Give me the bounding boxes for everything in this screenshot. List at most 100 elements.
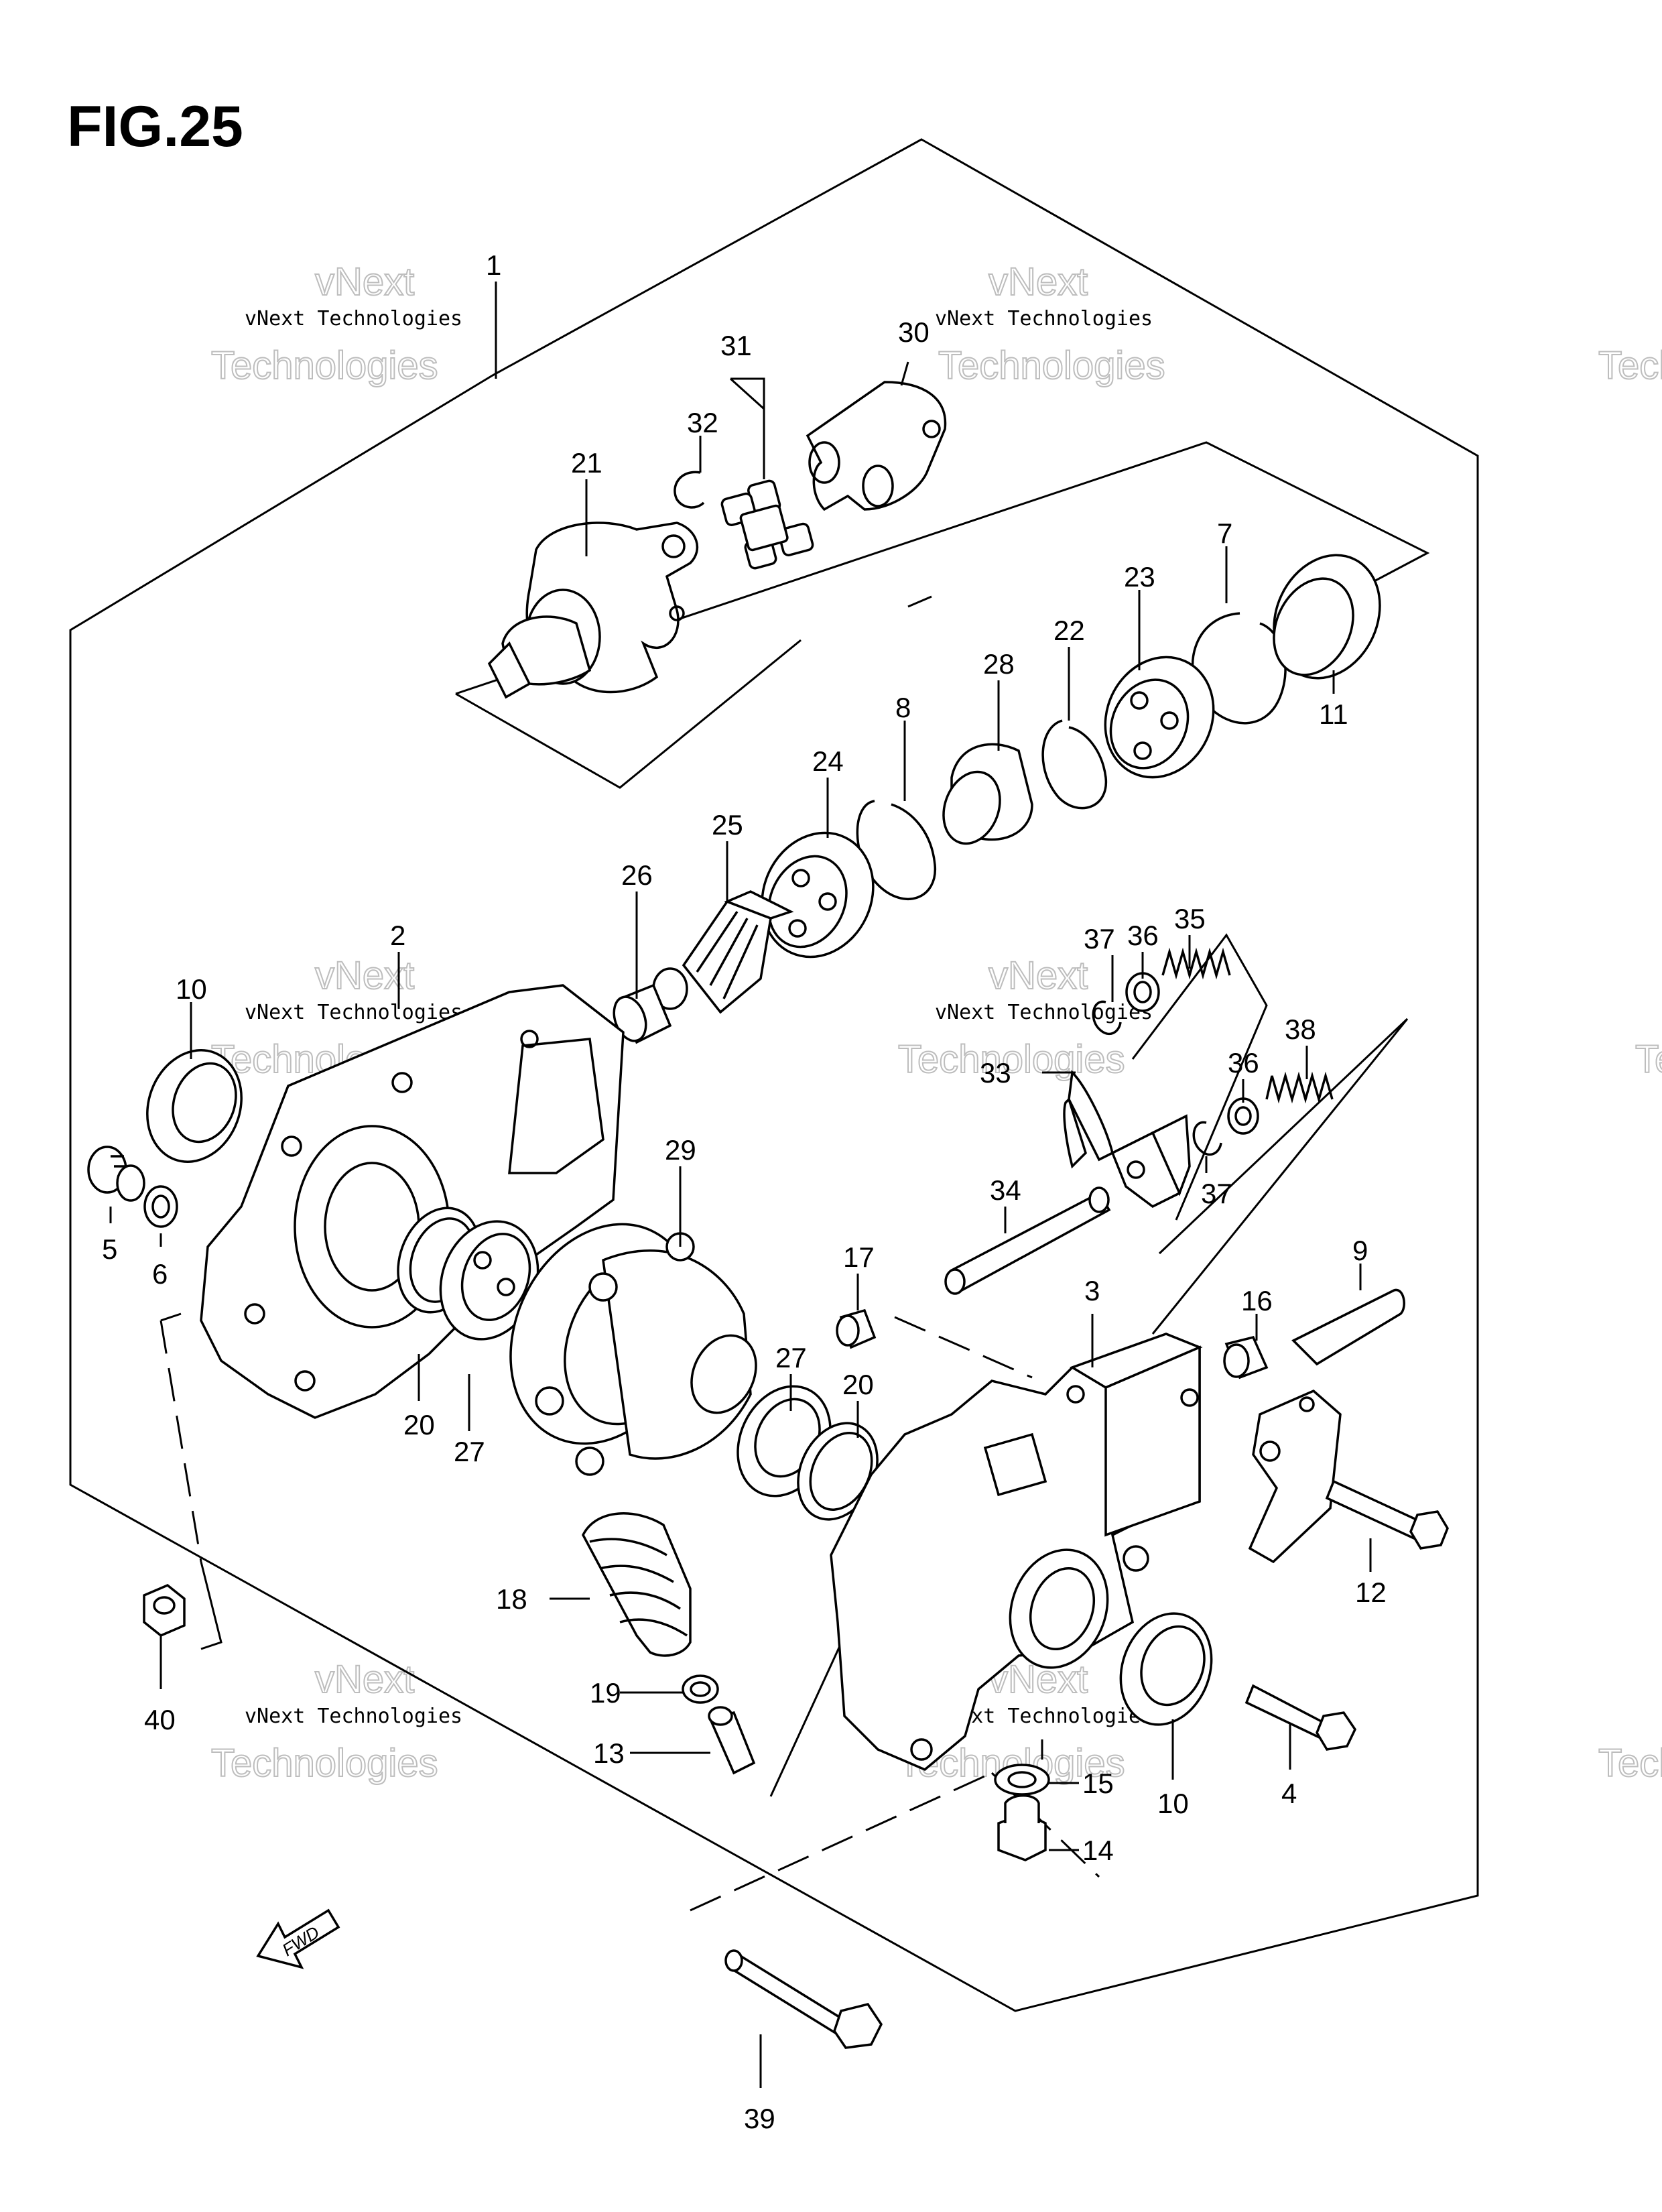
callout-31: 31 xyxy=(720,330,752,361)
callout-17: 17 xyxy=(843,1241,875,1273)
callout-3: 3 xyxy=(1084,1275,1100,1306)
part-28-needle-bearing xyxy=(942,743,1033,845)
part-17-bushing xyxy=(836,1308,877,1349)
callout-23: 23 xyxy=(1124,561,1155,593)
part-31-universal-joint xyxy=(720,479,814,570)
callout-14: 14 xyxy=(1082,1835,1114,1866)
shift-fork-subassembly-outline xyxy=(1131,933,1409,1335)
svg-text:Technologies: Technologies xyxy=(1598,344,1662,387)
part-29-ring-gear xyxy=(509,1223,757,1476)
callout-34: 34 xyxy=(990,1174,1021,1206)
output-flange-subassembly-outline xyxy=(455,441,1430,789)
svg-text:Technologies: Technologies xyxy=(898,1038,1125,1081)
callout-15: 15 xyxy=(1082,1768,1114,1799)
callout-4: 4 xyxy=(1281,1778,1297,1809)
callout-16: 16 xyxy=(1241,1285,1273,1316)
svg-text:vNext: vNext xyxy=(315,260,414,304)
part-10-oil-seal xyxy=(1119,1612,1213,1726)
callout-6: 6 xyxy=(152,1258,168,1290)
callout-37-upper: 37 xyxy=(1084,923,1115,955)
part-37-e-clip xyxy=(1192,1121,1222,1156)
callout-40: 40 xyxy=(144,1704,176,1735)
callout-27-left: 27 xyxy=(454,1436,485,1467)
part-18-breather-boot xyxy=(582,1512,692,1657)
callout-9: 9 xyxy=(1352,1235,1368,1266)
callout-12: 12 xyxy=(1355,1577,1387,1608)
part-14-drain-plug xyxy=(997,1794,1047,1861)
callout-7: 7 xyxy=(1217,517,1232,549)
svg-text:vNext: vNext xyxy=(315,1658,414,1701)
part-15-washer xyxy=(994,1764,1050,1796)
svg-text:vNext Technologies: vNext Technologies xyxy=(935,1001,1153,1024)
part-30-yoke xyxy=(806,381,947,511)
part-5-plug xyxy=(87,1146,145,1202)
left-case-boundary xyxy=(159,1320,202,1562)
callout-36-lower: 36 xyxy=(1228,1047,1259,1079)
part-24-bearing xyxy=(761,831,875,959)
callout-19: 19 xyxy=(590,1677,621,1709)
part-16-bushing xyxy=(1223,1335,1269,1379)
callout-5: 5 xyxy=(102,1233,117,1265)
part-9-breather-bracket xyxy=(1248,1288,1405,1564)
callout-labels: 1 2 3 4 5 6 7 8 9 10 10 11 12 13 14 15 1… xyxy=(102,249,1387,2134)
svg-text:Technologies: Technologies xyxy=(938,344,1165,387)
callout-35: 35 xyxy=(1174,903,1206,934)
part-39-bolt xyxy=(724,1949,883,2049)
callout-37-lower: 37 xyxy=(1201,1178,1232,1209)
part-36-washer xyxy=(1125,972,1160,1012)
callout-25: 25 xyxy=(712,809,743,841)
svg-text:vNext Technologies: vNext Technologies xyxy=(245,1001,462,1024)
part-38-spring xyxy=(1265,1071,1334,1104)
callout-8: 8 xyxy=(895,692,911,723)
part-4-bolt xyxy=(1244,1684,1357,1751)
part-3-gear-case xyxy=(830,1333,1203,1772)
callout-21: 21 xyxy=(571,447,602,479)
watermark: vNext vNext Technologies Technologies xyxy=(935,259,1166,388)
callout-32: 32 xyxy=(687,407,718,438)
svg-text:vNext Technologies: vNext Technologies xyxy=(245,307,462,330)
callout-20-left: 20 xyxy=(403,1409,435,1440)
part-21-input-flange xyxy=(487,521,698,699)
figure-title: FIG.25 xyxy=(67,95,243,159)
part-35-spring xyxy=(1161,947,1231,980)
callout-20-right: 20 xyxy=(842,1369,874,1400)
part-26-needle-bearing xyxy=(613,983,672,1044)
watermark: Technologies Technologies Technologies xyxy=(1598,343,1662,1786)
part-33-shift-fork xyxy=(1063,1070,1191,1209)
callout-36-upper: 36 xyxy=(1127,920,1159,951)
callout-26: 26 xyxy=(621,859,653,891)
svg-text:vNext: vNext xyxy=(988,954,1088,997)
callout-11: 11 xyxy=(1319,698,1348,730)
part-19-hose-clamp xyxy=(682,1674,719,1704)
part-11-oil-seal xyxy=(1273,554,1381,680)
svg-text:vNext Technologies: vNext Technologies xyxy=(935,307,1153,330)
svg-text:Technologies: Technologies xyxy=(211,344,438,387)
callout-10-right: 10 xyxy=(1157,1788,1189,1819)
assembly-outline xyxy=(69,138,1479,2012)
part-10-oil-seal xyxy=(146,1049,243,1163)
fwd-direction-arrow: FWD xyxy=(256,1908,340,1969)
callout-38: 38 xyxy=(1285,1013,1316,1045)
part-23-bearing xyxy=(1104,656,1215,779)
leader-lines xyxy=(109,282,1372,2088)
part-12-bolt xyxy=(1325,1479,1449,1550)
watermark: vNext vNext Technologies Technologies xyxy=(210,1657,462,1786)
callout-29: 29 xyxy=(665,1134,696,1166)
callout-33: 33 xyxy=(980,1057,1011,1089)
watermark: vNext vNext Technologies Technologies xyxy=(897,953,1153,1082)
part-40-nut xyxy=(143,1583,186,1638)
part-13-breather-pipe xyxy=(708,1706,756,1775)
part-34-shift-shaft xyxy=(944,1186,1111,1295)
part-37-e-clip xyxy=(1092,1000,1122,1036)
svg-text:vNext Technologies: vNext Technologies xyxy=(245,1705,462,1728)
callout-28: 28 xyxy=(983,648,1015,680)
part-25-pinion-gear xyxy=(652,890,794,1014)
watermark: vNext vNext Technologies Technologies xyxy=(210,259,462,388)
part-22-circlip xyxy=(1041,719,1107,810)
part-36-washer xyxy=(1227,1097,1259,1135)
callout-24: 24 xyxy=(812,745,844,777)
callout-39: 39 xyxy=(744,2103,775,2134)
svg-text:vNext: vNext xyxy=(988,260,1088,304)
callout-22: 22 xyxy=(1053,615,1085,646)
